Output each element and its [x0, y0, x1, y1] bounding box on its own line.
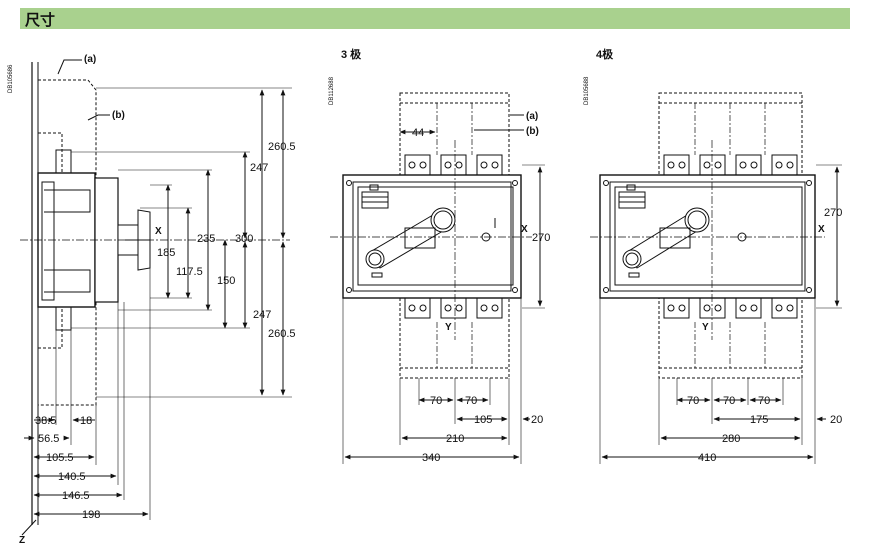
- side-view: DB105686 Z X: [8, 59, 292, 546]
- side-dim-146-5: 146.5: [62, 490, 90, 502]
- view-3p-dim-20: 20: [531, 414, 543, 426]
- view-3p-drawing: [330, 92, 545, 464]
- side-dim-247-bottom: 247: [253, 309, 271, 321]
- side-ref-a: (a): [84, 54, 96, 65]
- view-4p-title: 4极: [596, 47, 614, 61]
- section-header: 尺寸: [20, 8, 850, 29]
- view-4p-code: DB105688: [584, 76, 590, 105]
- side-dim-18: 18: [80, 415, 92, 427]
- view-4p-dim-20: 20: [830, 414, 842, 426]
- view-3p-dim-70-a: 70: [430, 395, 442, 407]
- view-4p-drawing: [590, 92, 842, 464]
- view-3p-ref-b: (b): [526, 126, 539, 137]
- view-3p-ref-a: (a): [526, 111, 538, 122]
- side-dim-105-5: 105.5: [46, 452, 74, 464]
- side-dim-117-5: 117.5: [176, 266, 203, 278]
- side-dim-300: 300: [235, 233, 253, 245]
- view-4p-dim-270: 270: [824, 207, 842, 219]
- view-4p-dim-280: 280: [722, 433, 740, 445]
- side-dim-260-5-bottom: 260.5: [268, 328, 296, 340]
- view-3p-code: DB112688: [329, 76, 335, 105]
- view-4p-dim-70-c: 70: [758, 395, 770, 407]
- side-x-axis-label: X: [155, 226, 162, 237]
- side-dim-140-5: 140.5: [58, 471, 86, 483]
- view-4p-x-axis-label: X: [818, 224, 825, 235]
- side-dim-38-5: 38.5: [35, 415, 56, 427]
- view-3p-dim-105: 105: [474, 414, 492, 426]
- side-dim-185: 185: [157, 247, 175, 259]
- side-z-axis-label: Z: [19, 535, 25, 546]
- view-4p-dim-410: 410: [698, 452, 716, 464]
- view-3p-dim-210: 210: [446, 433, 464, 445]
- view-3p-dim-70-b: 70: [465, 395, 477, 407]
- view-3p-dim-270: 270: [532, 232, 550, 244]
- view-3p-dim-44: 44: [412, 127, 424, 139]
- view-3p-y-axis-label: Y: [445, 322, 452, 333]
- view-3p-x-axis-label: X: [521, 224, 528, 235]
- view-4p-y-axis-label: Y: [702, 322, 709, 333]
- side-dim-260-5-top: 260.5: [268, 141, 296, 153]
- view-4p-dim-175: 175: [750, 414, 768, 426]
- view-4p-dim-70-b: 70: [723, 395, 735, 407]
- side-ref-b: (b): [112, 110, 125, 121]
- side-view-code: DB105686: [8, 64, 14, 93]
- view-4p-dim-70-a: 70: [687, 395, 699, 407]
- side-dim-56-5: 56.5: [38, 433, 59, 445]
- side-dim-150: 150: [217, 275, 235, 287]
- section-title: 尺寸: [25, 11, 56, 29]
- view-3p-title: 3 极: [341, 47, 362, 61]
- side-dim-198: 198: [82, 509, 100, 521]
- side-dim-247-top: 247: [250, 162, 268, 174]
- view-3p-dim-340: 340: [422, 452, 440, 464]
- side-dim-235: 235: [197, 233, 215, 245]
